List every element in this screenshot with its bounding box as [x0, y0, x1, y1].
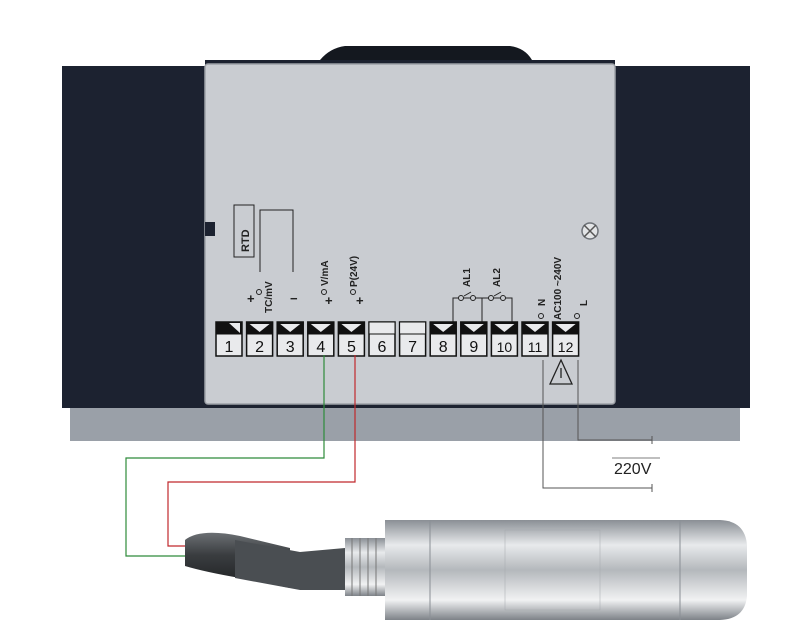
signal-wires: [125, 355, 356, 557]
engraved-label-area: [504, 529, 601, 611]
input-labels: + TC/mV − V/mA + P(24V) +: [247, 256, 364, 313]
rtd-symbol: RTD: [233, 204, 294, 272]
v-ma-label: V/mA: [320, 260, 331, 286]
housing-bezel: [70, 405, 740, 441]
tc-minus-label: −: [290, 291, 298, 306]
terminal-node: [350, 289, 356, 295]
terminal-number: 3: [286, 339, 295, 356]
terminal-8: 8: [429, 321, 457, 357]
terminal-number: 9: [469, 339, 478, 356]
tc-plus-label: +: [247, 291, 255, 306]
v-ma-plus-label: +: [325, 293, 333, 308]
terminal-3: 3: [276, 321, 304, 357]
n-label: N: [537, 299, 548, 306]
terminal-node: [538, 313, 544, 319]
terminal-number: 8: [439, 339, 448, 356]
cable-sleeve: [235, 540, 345, 590]
terminal-9: 9: [460, 321, 488, 357]
wire-n: [542, 360, 652, 489]
terminal-1: 1: [215, 321, 243, 357]
supply-voltage-label: 220V: [614, 461, 652, 478]
terminal-number: 10: [497, 339, 513, 355]
terminal-number: 2: [255, 339, 264, 356]
controller-housing: [62, 46, 750, 441]
terminal-10: 10: [490, 321, 519, 357]
terminal-7: 7: [398, 321, 427, 357]
alarm-relays: AL1 AL2: [452, 268, 513, 322]
wire-green: [125, 355, 325, 557]
terminal-12: 12: [551, 321, 580, 357]
terminal-2: 2: [245, 321, 274, 357]
pressure-transmitter: [185, 520, 747, 620]
mounting-clip: [320, 46, 532, 60]
terminal-5: 5: [337, 321, 366, 357]
terminal-4: 4: [307, 321, 335, 357]
terminal-number: 6: [378, 339, 387, 356]
terminal-number: 12: [558, 339, 574, 355]
warning-icon: [548, 358, 574, 385]
terminal-6: 6: [368, 321, 396, 357]
terminal-number: 11: [528, 339, 543, 355]
wire-red: [167, 355, 356, 547]
terminal-node: [574, 313, 580, 319]
ac-label: AC100 ~240V: [553, 257, 564, 320]
rtd-resistor: [233, 204, 255, 258]
terminal-number: 5: [347, 339, 356, 356]
cable-gland: [345, 538, 385, 596]
terminal-number: 1: [225, 339, 234, 356]
tc-mv-label: TC/mV: [264, 281, 275, 313]
terminal-number: 4: [316, 339, 325, 356]
l-label: L: [579, 300, 590, 306]
panel-notch: [205, 222, 215, 236]
wire-l: [577, 360, 652, 441]
al2-label: AL2: [492, 268, 503, 287]
power-labels: N AC100 ~240V L: [537, 257, 590, 385]
al1-label: AL1: [462, 268, 473, 287]
terminal-node: [321, 289, 327, 295]
terminal-number: 7: [408, 339, 417, 356]
p24-label: P(24V): [349, 256, 360, 287]
rtd-label: RTD: [240, 229, 252, 252]
sensor-body: [385, 520, 747, 620]
power-wires: 220V: [542, 360, 660, 492]
p24-plus-label: +: [356, 293, 364, 308]
terminal-node: [256, 289, 262, 295]
terminal-11: 11: [521, 321, 549, 357]
